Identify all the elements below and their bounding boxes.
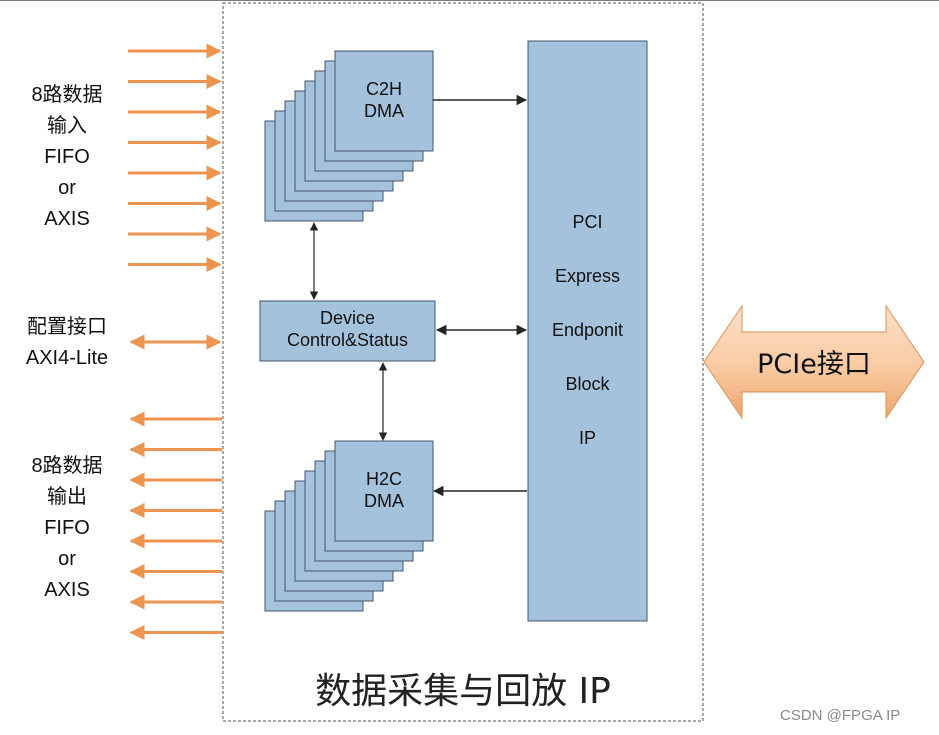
input-label: 8路数据 输入 FIFO or AXIS: [8, 80, 126, 235]
pci-block-label: PCI Express Endponit Block IP: [528, 195, 647, 465]
pci-block-label-line: IP: [578, 428, 596, 448]
device-control-label-line: Control&Status: [286, 330, 409, 350]
config-label: 配置接口 AXI4-Lite: [8, 312, 126, 374]
h2c-dma-label-line: H2C: [365, 469, 402, 489]
input-arrows: [128, 43, 222, 272]
input-label-line: FIFO: [44, 146, 90, 168]
pci-express-block: [527, 40, 648, 622]
input-label-line: 输入: [47, 115, 87, 137]
output-label-line: or: [58, 548, 76, 570]
output-label-line: AXIS: [44, 579, 90, 601]
input-label-line: AXIS: [44, 208, 90, 230]
pci-block-label-line: Endponit: [551, 320, 624, 340]
c2h-dma-label-line: C2H: [365, 79, 402, 99]
ip-title: 数据采集与回放 IP: [315, 671, 611, 712]
c2h-dma-label: C2H DMA: [335, 78, 433, 122]
c2h-dma-stack: [264, 50, 434, 222]
device-control-label-line: Device: [319, 308, 376, 328]
watermark: CSDN @FPGA IP: [780, 707, 901, 724]
input-label-line: or: [58, 177, 76, 199]
pcie-interface-label: PCIe接口: [757, 349, 871, 380]
config-label-line: AXI4-Lite: [25, 347, 109, 369]
pci-block-label-line: PCI: [572, 212, 603, 232]
pci-block-label-line: Block: [565, 374, 610, 394]
output-arrows: [129, 411, 222, 640]
output-label: 8路数据 输出 FIFO or AXIS: [8, 451, 126, 606]
h2c-dma-label-line: DMA: [364, 491, 404, 511]
pci-block-label-line: Express: [554, 266, 621, 286]
output-label-line: FIFO: [44, 517, 90, 539]
config-label-line: 配置接口: [27, 316, 107, 338]
h2c-dma-stack: [264, 440, 434, 612]
h2c-dma-label: H2C DMA: [335, 468, 433, 512]
c2h-dma-label-line: DMA: [364, 101, 404, 121]
input-label-line: 8路数据: [31, 84, 103, 106]
ip-boundary: [222, 2, 704, 722]
c2h-dma-box: [334, 50, 434, 152]
device-control-box: [259, 300, 436, 362]
pcie-interface-arrow: [703, 304, 925, 420]
output-label-line: 8路数据: [31, 455, 103, 477]
device-control-label: Device Control&Status: [260, 307, 435, 351]
output-label-line: 输出: [47, 486, 87, 508]
